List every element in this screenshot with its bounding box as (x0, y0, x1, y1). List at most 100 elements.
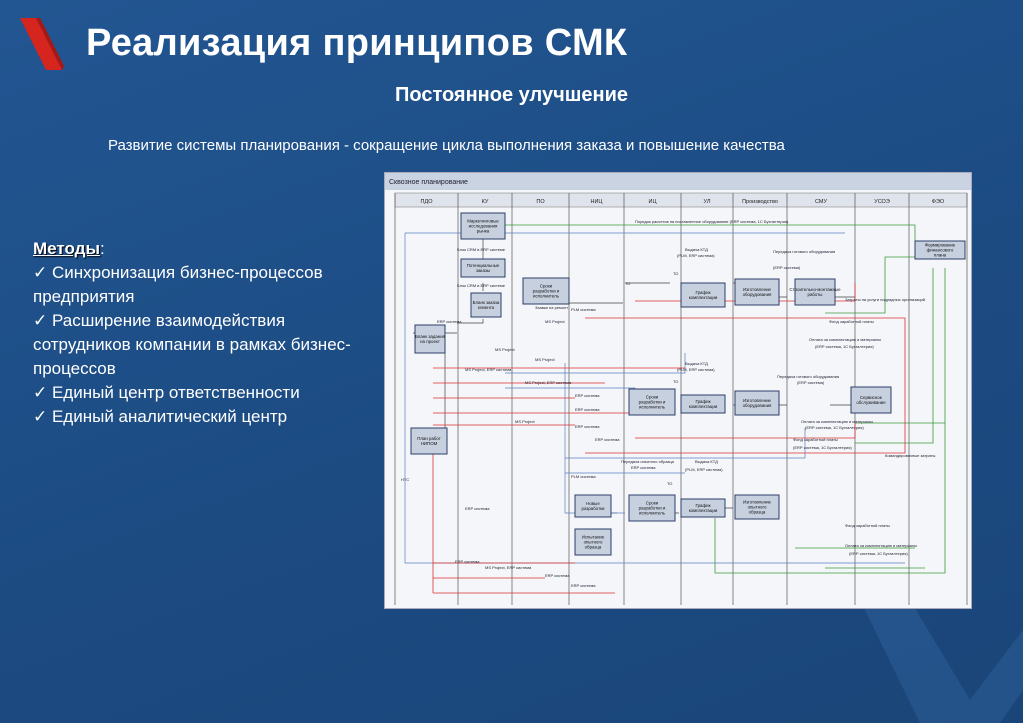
svg-text:Испытание: Испытание (582, 534, 605, 539)
flow-label: (PLM, ERP система) (677, 367, 715, 372)
svg-text:План работ: План работ (417, 436, 441, 441)
slide-caption: Развитие системы планирования - сокращен… (108, 137, 785, 154)
svg-text:разработки и: разработки и (533, 289, 560, 294)
column-header: Производство (742, 199, 778, 205)
flow-label: Выдача КТД (685, 247, 708, 252)
column-header: ПДО (421, 199, 434, 205)
column-header: НИЦ (591, 199, 603, 205)
svg-text:Новые: Новые (586, 501, 600, 506)
svg-text:исполнитель: исполнитель (639, 511, 666, 516)
diagram-title-bar (385, 173, 971, 190)
svg-text:Бланк задания: Бланк задания (415, 334, 446, 339)
svg-text:Бланк заказа: Бланк заказа (473, 300, 500, 305)
flow-label: ERP система (545, 573, 570, 578)
flow-label: (ERP система) (797, 380, 825, 385)
flow-label: (ERP система, 1С Бухгалтерия) (805, 425, 864, 430)
flow-label: (PLM, ERP система) (685, 467, 723, 472)
svg-text:на проект: на проект (420, 339, 440, 344)
svg-text:Сроки: Сроки (646, 500, 659, 505)
svg-text:комплектации: комплектации (689, 508, 718, 513)
flow-label: ERP система (595, 437, 620, 442)
flow-label: Блок CRM в ERP системе (457, 247, 506, 252)
svg-text:разработки и: разработки и (639, 506, 666, 511)
brand-logo-icon (20, 18, 64, 70)
svg-text:График: График (695, 503, 710, 508)
column-header: ФЭО (932, 199, 945, 205)
flow-label: Оплата за комплектацию и материалы (845, 543, 917, 548)
slide-subtitle: Постоянное улучшение (395, 84, 628, 106)
flow-label: ERP система (437, 319, 462, 324)
flow-label: ТО (625, 281, 630, 286)
svg-text:разработки: разработки (582, 506, 606, 511)
flow-label: MS Project, ERP система (485, 565, 532, 570)
method-item-responsibility: ✓ Единый центр ответственности (33, 383, 300, 402)
svg-text:образца: образца (749, 510, 766, 515)
flow-label: PLM система (571, 307, 596, 312)
flow-label: ТО (673, 379, 678, 384)
watermark-chevron-icon (860, 600, 1023, 723)
flow-label: ERP система (465, 506, 490, 511)
svg-text:клиента: клиента (478, 305, 495, 310)
flow-label: Выдача КТД (695, 459, 718, 464)
flow-label: Оплата за комплектацию и материалы (801, 419, 873, 424)
flow-label: (ERP система, 1С Бухгалтерия) (793, 445, 852, 450)
flow-label: Оплата за комплектацию и материалы (809, 337, 881, 342)
flow-label: PLM система (571, 474, 596, 479)
svg-text:Изготовление: Изготовление (743, 499, 772, 504)
svg-text:Сервисное: Сервисное (860, 395, 883, 400)
flow-label: ERP система (571, 583, 596, 588)
flow-label: ТО (673, 271, 678, 276)
svg-text:исполнитель: исполнитель (533, 294, 560, 299)
diagram-title: Сквозное планирование (389, 179, 468, 186)
flow-label: Затраты на услуги подрядных организаций (845, 297, 925, 302)
flow-label: Порядок расчетов на поставленное оборудо… (635, 219, 789, 224)
svg-text:рынка: рынка (477, 229, 490, 234)
flow-label: Фонд заработной платы (845, 523, 890, 528)
svg-text:исследования: исследования (469, 224, 498, 229)
svg-text:разработки и: разработки и (639, 400, 666, 405)
flow-label: Передача опытного образца (621, 459, 675, 464)
svg-text:оборудования: оборудования (743, 403, 772, 408)
svg-text:финансового: финансового (927, 248, 954, 253)
flow-label: MS Project, ERP система (465, 367, 512, 372)
svg-text:График: График (695, 290, 710, 295)
flow-label: Передача готового оборудования (777, 374, 839, 379)
flow-label: Выдача КТД (685, 361, 708, 366)
flow-label: MS Project (495, 347, 515, 352)
flow-label: ERP система (575, 393, 600, 398)
flow-label: Фонд заработной платы (793, 437, 838, 442)
flow-label: (ERP система, 1С Бухгалтерия) (849, 551, 908, 556)
svg-text:Потенциальные: Потенциальные (467, 263, 500, 268)
svg-text:Строительно-монтажные: Строительно-монтажные (789, 287, 841, 292)
flow-label: Фонд заработной платы (829, 319, 874, 324)
slide-title: Реализация принципов СМК (86, 22, 628, 64)
flow-label: ERP система (455, 559, 480, 564)
methods-heading: Методы: (33, 239, 105, 258)
svg-text:Изготовление: Изготовление (743, 398, 772, 403)
column-header: УЛ (704, 199, 711, 205)
column-header: ПО (536, 199, 545, 205)
svg-text:опытного: опытного (748, 505, 767, 510)
column-header: КУ (482, 199, 489, 205)
svg-text:оборудования: оборудования (743, 292, 772, 297)
svg-text:График: График (695, 399, 710, 404)
svg-text:Сроки: Сроки (646, 394, 659, 399)
svg-text:образца: образца (585, 545, 602, 550)
method-item-interaction: ✓ Расширение взаимодействия сотрудников … (33, 311, 351, 378)
